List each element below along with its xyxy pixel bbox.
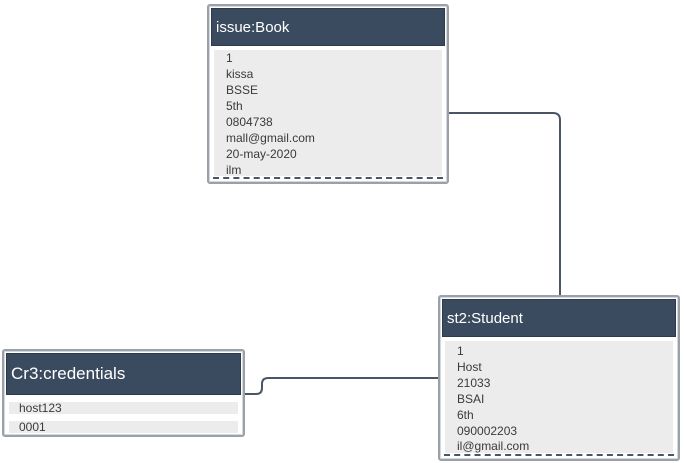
attribute-list: 1 kissa BSSE 5th 0804738 mall@gmail.com … (214, 50, 442, 177)
attribute-value: il@gmail.com (457, 439, 530, 453)
book-student-link (447, 112, 561, 297)
attribute-value: 21033 (457, 376, 491, 390)
attribute-value: ilm (226, 163, 242, 177)
attribute-value: mall@gmail.com (226, 131, 315, 145)
attribute-value: 090002203 (457, 424, 518, 438)
object-header: st2:Student (442, 299, 676, 337)
object-title: st2:Student (447, 309, 523, 327)
object-header: Cr3:credentials (6, 353, 241, 395)
object-title: issue:Book (216, 18, 290, 36)
attribute-value: 1 (226, 51, 233, 65)
object-issue-book[interactable]: issue:Book 1 kissa BSSE 5th 0804738 mall… (207, 4, 449, 184)
attribute-value: BSAI (457, 392, 485, 406)
object-cr3-credentials[interactable]: Cr3:credentials host123 0001 (2, 349, 245, 437)
attribute-value: 5th (226, 99, 243, 113)
attribute-value: 0001 (19, 420, 46, 434)
attribute-value: 0804738 (226, 115, 273, 129)
compartment-divider (213, 177, 443, 179)
attribute-list: 1 Host 21033 BSAI 6th 090002203 il@gmail… (445, 341, 673, 453)
object-header: issue:Book (211, 8, 445, 46)
attribute-value: 6th (457, 408, 474, 422)
attribute-value: 20-may-2020 (226, 147, 297, 161)
object-st2-student[interactable]: st2:Student 1 Host 21033 BSAI 6th 090002… (438, 295, 680, 461)
attribute-value: BSSE (226, 83, 259, 97)
compartment-divider (444, 454, 674, 456)
attribute-value: 1 (457, 344, 464, 358)
credentials-student-link (244, 377, 440, 395)
attribute-row: host123 (9, 401, 238, 415)
object-title: Cr3:credentials (11, 364, 126, 383)
attribute-value: Host (457, 360, 482, 374)
attribute-row: 0001 (9, 420, 238, 434)
attribute-value: host123 (19, 401, 62, 415)
attribute-value: kissa (226, 67, 254, 81)
